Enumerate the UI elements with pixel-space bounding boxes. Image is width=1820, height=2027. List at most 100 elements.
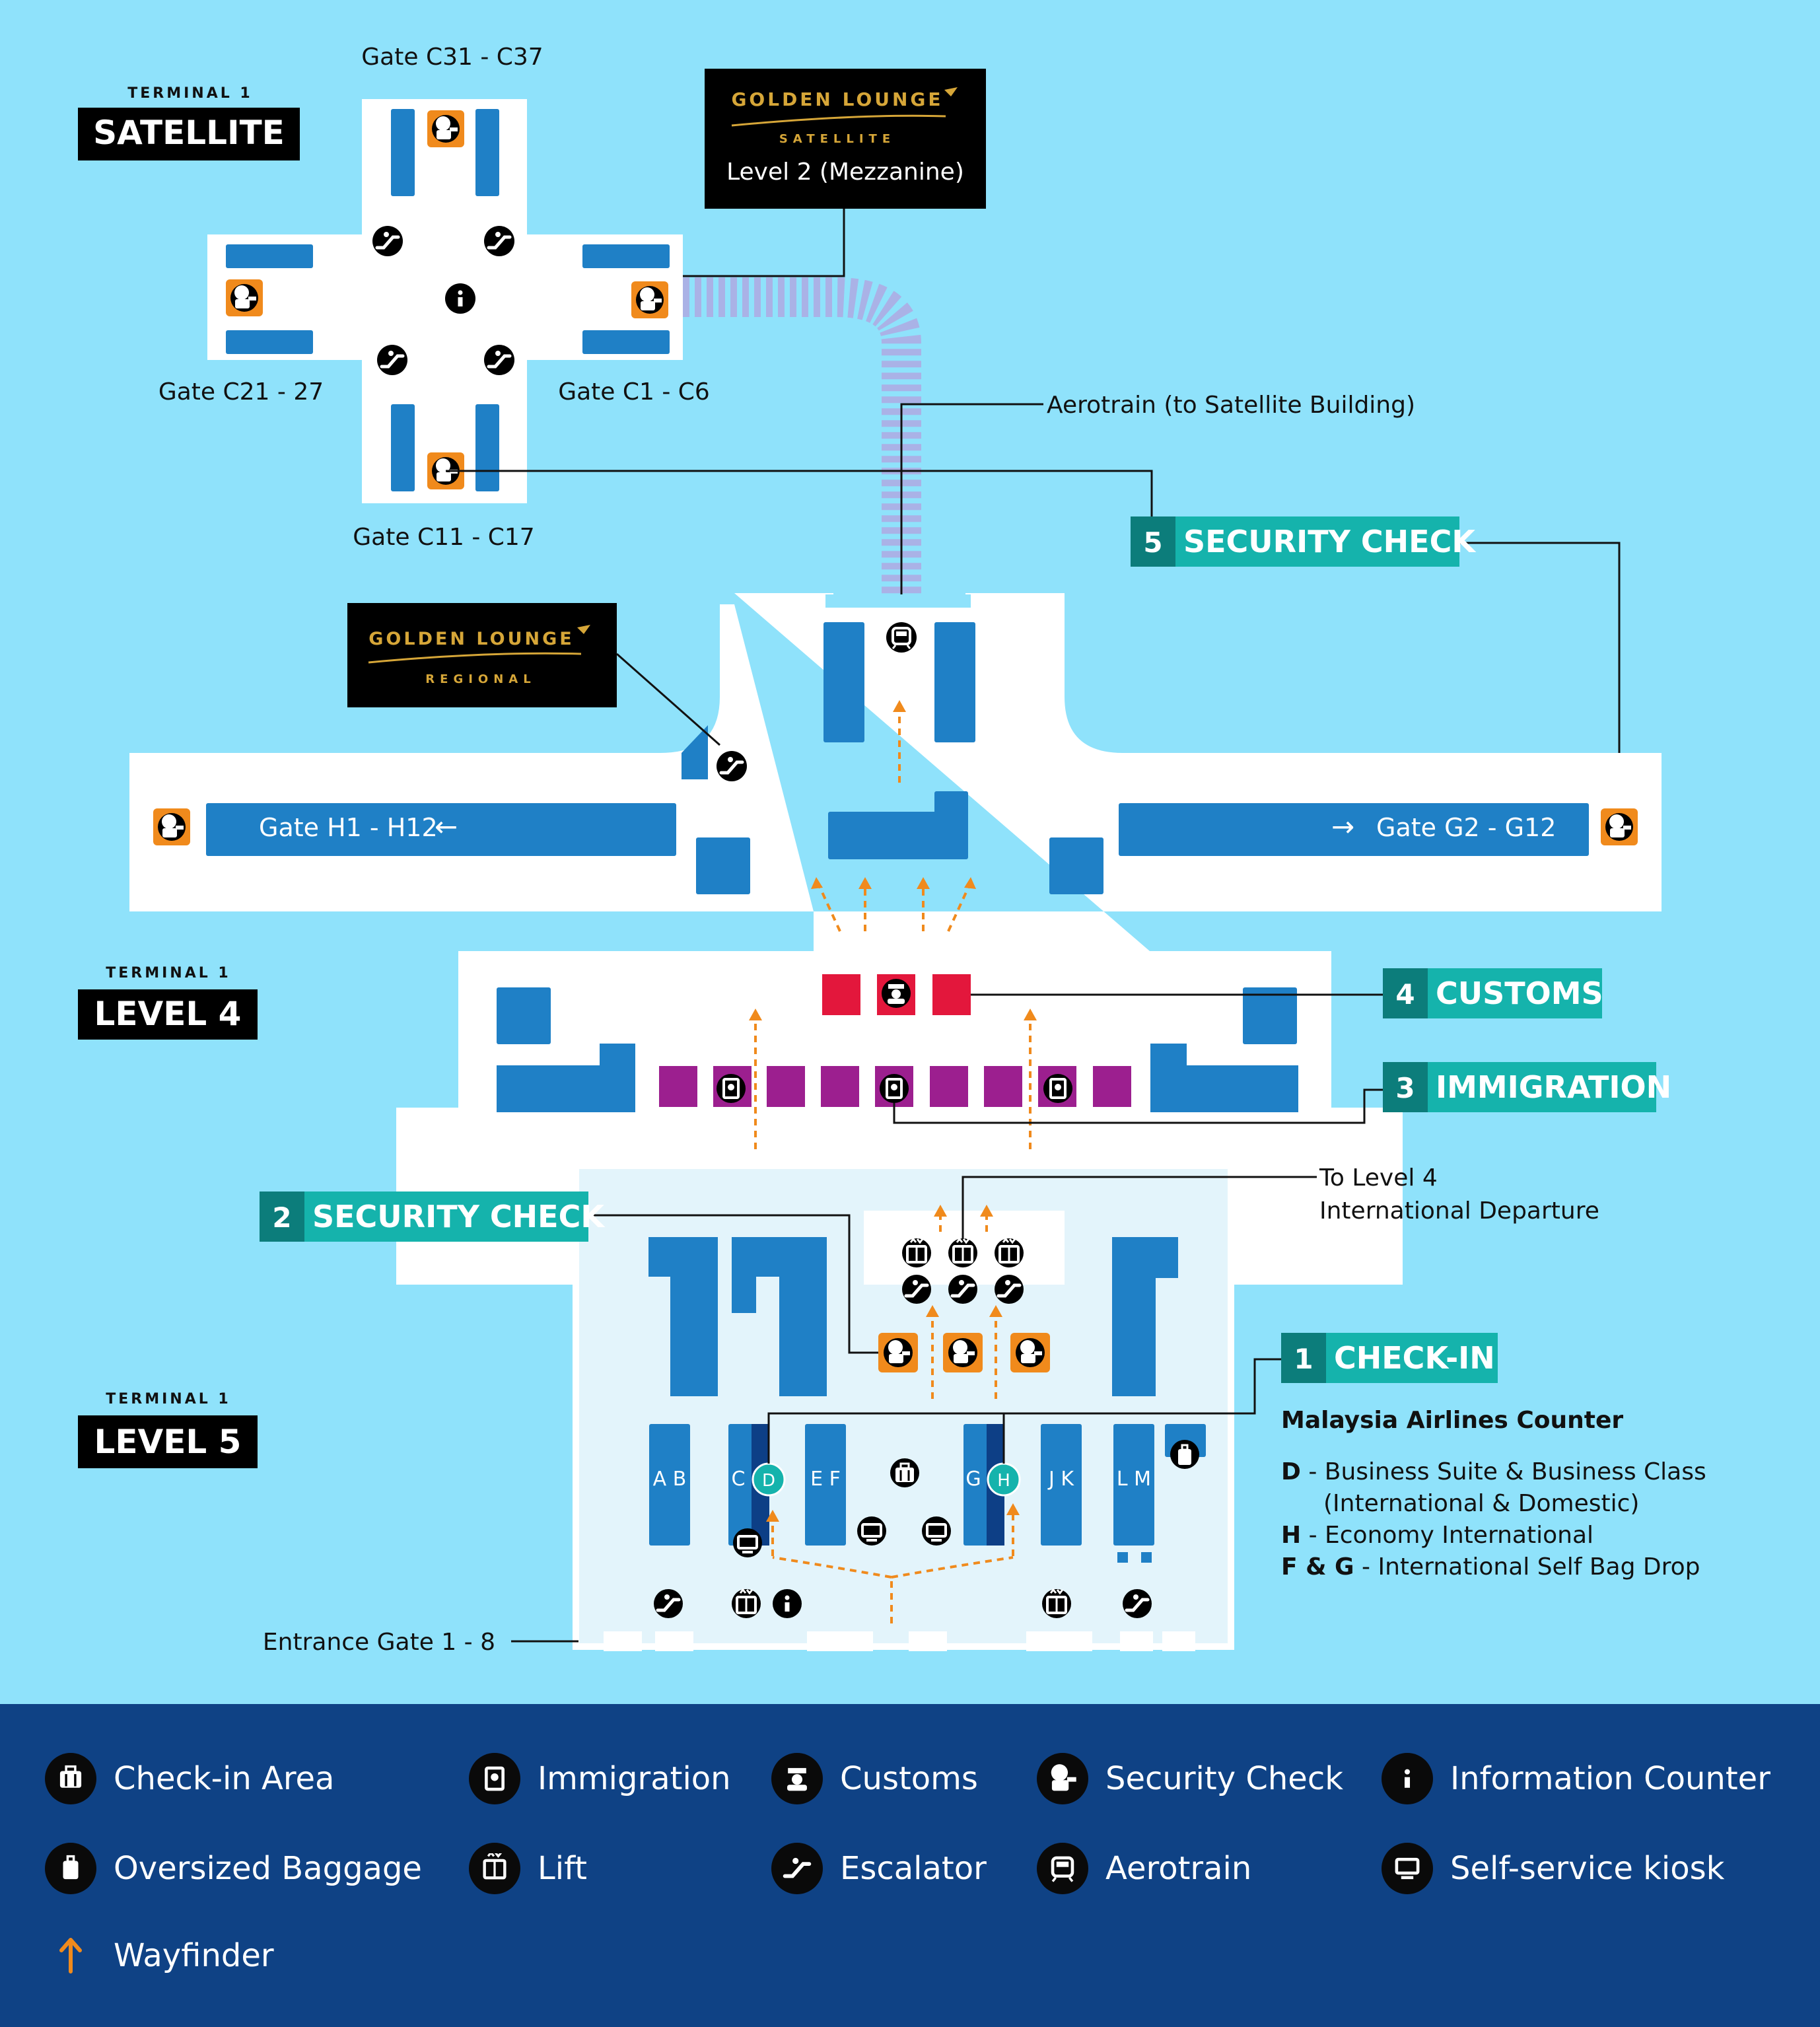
customs-icon: [771, 1753, 823, 1804]
golden-lounge-regional-name: GOLDEN LOUNGE: [368, 629, 575, 649]
step-1-label: CHECK-IN: [1334, 1340, 1495, 1376]
step-3-number: 3: [1395, 1072, 1415, 1104]
legend-label: Wayfinder: [114, 1937, 274, 1974]
level-5-lift-cluster: [902, 1238, 1024, 1304]
aerotrain-station-icon: [886, 622, 917, 653]
entrance-callout: Entrance Gate 1 - 8: [263, 1629, 578, 1656]
step-5-security-check: 5 SECURITY CHECK: [446, 470, 1621, 810]
legend-label: Lift: [538, 1850, 587, 1887]
step-2-label: SECURITY CHECK: [312, 1199, 606, 1234]
escalator-icon: [771, 1843, 823, 1894]
terminal-floor-plan: Gate C31 - C37 Gate C21 - 27 Gate C1 - C…: [78, 44, 1706, 1656]
checkin-info-line-d: D - Business Suite & Business Class: [1281, 1458, 1706, 1485]
legend-label: Customs: [840, 1760, 978, 1797]
arrow-left-icon: ←: [435, 810, 458, 843]
to-level-4-line-1: To Level 4: [1319, 1164, 1438, 1191]
counter-c-label: C: [732, 1468, 746, 1491]
immigration-counters: [659, 1066, 1131, 1107]
to-level-4-line-2: International Departure: [1319, 1197, 1599, 1225]
level-4-title: TERMINAL 1 LEVEL 4: [78, 965, 258, 1040]
satellite-building: Gate C31 - C37 Gate C21 - 27 Gate C1 - C…: [158, 44, 710, 551]
legend-label: Security Check: [1105, 1760, 1344, 1797]
checkin-area-icon: [45, 1753, 96, 1804]
legend-aerotrain: Aerotrain: [1037, 1843, 1251, 1894]
golden-lounge-regional-sign: GOLDEN LOUNGE REGIONAL: [347, 603, 720, 746]
self-service-kiosk-icon: [1382, 1843, 1433, 1894]
counter-h-label: H: [997, 1471, 1010, 1491]
counter-jk-label: J K: [1047, 1468, 1074, 1491]
legend-label: Information Counter: [1450, 1760, 1770, 1797]
arrow-right-icon: →: [1331, 810, 1354, 843]
step-5-label: SECURITY CHECK: [1183, 524, 1477, 559]
step-3-immigration: 3 IMMIGRATION: [893, 1062, 1671, 1124]
level-4-title-text: LEVEL 4: [94, 995, 242, 1033]
legend-label: Oversized Baggage: [114, 1850, 422, 1887]
entrance-gate-label: Entrance Gate 1 - 8: [263, 1629, 495, 1656]
legend-label: Check-in Area: [114, 1760, 335, 1797]
legend-label: Self-service kiosk: [1450, 1850, 1725, 1887]
legend-label: Aerotrain: [1105, 1850, 1252, 1887]
to-level-4-callout: To Level 4 International Departure: [962, 1164, 1599, 1238]
level-5-title: TERMINAL 1 LEVEL 5: [78, 1391, 258, 1468]
information-counter-icon: [1382, 1753, 1433, 1804]
golden-lounge-regional-logo-icon: [577, 625, 590, 634]
step-2-security-check: 2 SECURITY CHECK: [260, 1191, 878, 1354]
step-1-number: 1: [1294, 1343, 1313, 1375]
counter-lm-label: L M: [1117, 1468, 1151, 1491]
aerotrain-label: Aerotrain (to Satellite Building): [1047, 392, 1415, 419]
level-4-blocks: [206, 622, 1589, 1112]
aerotrain-icon: [1037, 1843, 1088, 1894]
gate-c31-c37-label: Gate C31 - C37: [361, 44, 543, 71]
aerotrain-track: [683, 277, 921, 672]
step-5-number: 5: [1143, 526, 1162, 559]
checkin-info-line-h: H - Economy International: [1281, 1522, 1593, 1549]
aerotrain-callout: Aerotrain (to Satellite Building): [900, 392, 1415, 626]
checkin-info-line-fg: F & G - International Self Bag Drop: [1281, 1553, 1700, 1581]
wayfinder-arrowheads: [749, 700, 1037, 1020]
legend-immigration: Immigration: [469, 1753, 731, 1804]
checkin-info-line-d-sub: (International & Domestic): [1323, 1490, 1639, 1517]
level-4-wayfinders: [754, 710, 1032, 1149]
level-5-title-text: LEVEL 5: [94, 1423, 242, 1461]
step-3-label: IMMIGRATION: [1436, 1069, 1671, 1105]
legend-self-service-kiosk: Self-service kiosk: [1382, 1843, 1724, 1894]
legend-customs: Customs: [771, 1753, 978, 1804]
level-5-entrance-doors: [604, 1631, 1195, 1651]
legend-wayfinder: Wayfinder: [45, 1930, 274, 1981]
golden-lounge-regional-sub: REGIONAL: [425, 672, 536, 686]
legend-security-check: Security Check: [1037, 1753, 1343, 1804]
legend-label: Escalator: [840, 1850, 987, 1887]
satellite-security-icons: [226, 110, 668, 489]
step-4-label: CUSTOMS: [1436, 976, 1603, 1011]
level-4-escalator-icon: [717, 751, 747, 781]
gate-c21-27-label: Gate C21 - 27: [158, 378, 324, 406]
level-4-terminal-label: TERMINAL 1: [106, 965, 230, 981]
satellite-information-icon: [445, 283, 475, 314]
legend-check-in-area: Check-in Area: [45, 1753, 334, 1804]
legend-label: Immigration: [538, 1760, 731, 1797]
satellite-gate-blocks: [226, 109, 670, 491]
checkin-info-title: Malaysia Airlines Counter: [1281, 1407, 1623, 1434]
level-5-wayfinder-arrowheads: [766, 1205, 1020, 1522]
lift-icon: [469, 1843, 520, 1894]
gate-c1-c6-label: Gate C1 - C6: [558, 378, 710, 406]
counter-ab-label: A B: [653, 1468, 687, 1491]
level-5-wayfinders: [771, 1214, 1014, 1623]
immigration-icon: [469, 1753, 520, 1804]
wayfinder-icon: [45, 1930, 96, 1981]
step-4-number: 4: [1395, 978, 1415, 1011]
checkin-counter-labels: A B C E F G J K L M: [653, 1468, 1151, 1491]
level-5-checkin-hall: A B C E F G J K L M D H: [573, 1162, 1234, 1651]
oversized-baggage-icon: [45, 1843, 96, 1894]
gate-h1-h12-label: Gate H1 - H12: [259, 813, 438, 842]
level-5-security-icons: [878, 1333, 1050, 1372]
level-5-terminal-label: TERMINAL 1: [106, 1391, 230, 1407]
counter-ef-label: E F: [810, 1468, 841, 1491]
map-legend: Check-in Area Immigration Customs Securi…: [0, 1704, 1820, 2027]
satellite-terminal-label: TERMINAL 1: [127, 85, 252, 102]
step-4-customs: 4 CUSTOMS: [971, 968, 1603, 1018]
satellite-escalator-icons: [372, 226, 514, 375]
counter-g-label: G: [965, 1468, 981, 1491]
level-4-gate-security-icons: [153, 808, 1638, 845]
